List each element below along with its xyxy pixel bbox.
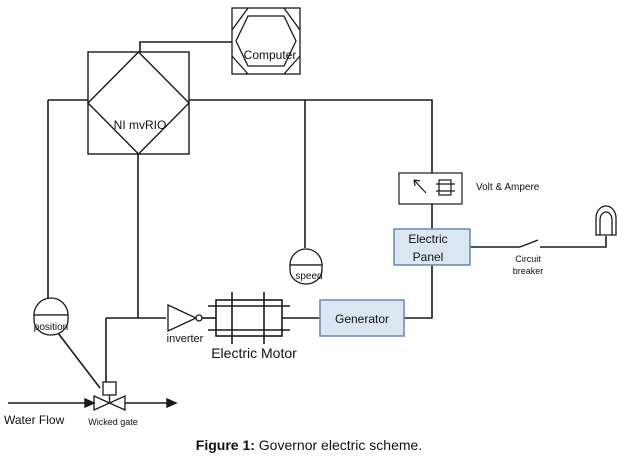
volt-ampere-meter bbox=[398, 172, 463, 205]
figure-caption: Figure 1: Governor electric scheme. bbox=[0, 437, 618, 453]
motor-label: Electric Motor bbox=[211, 345, 297, 361]
wire-breaker-lamp bbox=[540, 236, 607, 248]
wicked-gate-valve bbox=[93, 381, 126, 412]
controller-box bbox=[87, 51, 190, 155]
water-flow-label: Water Flow bbox=[4, 413, 65, 427]
caption-text: Governor electric scheme. bbox=[258, 437, 423, 453]
caption-label: Figure 1: bbox=[195, 437, 255, 453]
wire-generator-panel bbox=[404, 265, 433, 319]
position-sensor bbox=[33, 297, 69, 336]
governor-electric-scheme: Computer NI mvRIO Volt & Ampere Electric… bbox=[4, 7, 617, 427]
lamp-icon bbox=[595, 205, 617, 236]
breaker-label-line2: breaker bbox=[513, 266, 544, 276]
computer-box bbox=[231, 7, 301, 75]
inverter-symbol bbox=[167, 303, 203, 333]
inverter-label: inverter bbox=[167, 333, 204, 345]
panel-label-line1: Electric bbox=[408, 232, 447, 246]
wire-computer-controller bbox=[139, 41, 272, 52]
water-flow-arrows bbox=[8, 397, 178, 409]
generator-label: Generator bbox=[335, 312, 389, 326]
gate-label: Wicked gate bbox=[88, 417, 138, 427]
breaker-label-line1: Circuit bbox=[515, 254, 541, 264]
electric-panel bbox=[393, 228, 471, 266]
controller-label: NI mvRIO bbox=[114, 118, 167, 132]
meter-label: Volt & Ampere bbox=[476, 182, 540, 193]
speed-sensor bbox=[289, 248, 323, 285]
electric-motor bbox=[208, 292, 290, 344]
circuit-breaker bbox=[519, 239, 539, 248]
wire-position-gate bbox=[57, 332, 101, 389]
speed-label: speed bbox=[295, 271, 322, 282]
panel-label-line2: Panel bbox=[413, 250, 444, 264]
computer-label: Computer bbox=[244, 48, 297, 62]
position-label: position bbox=[34, 322, 68, 333]
generator-box bbox=[319, 299, 405, 337]
